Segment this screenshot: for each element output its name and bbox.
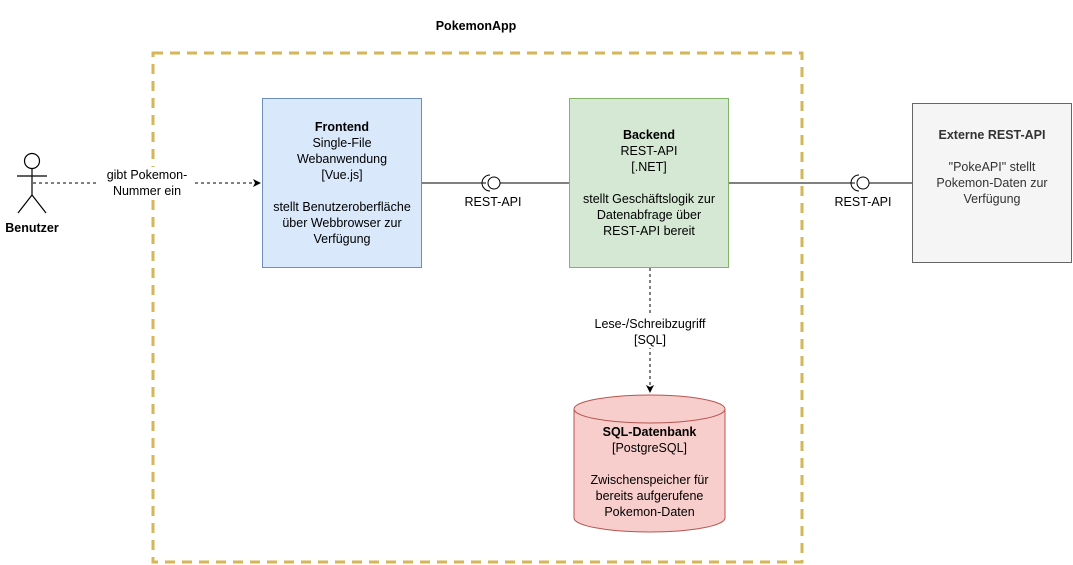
- external-api-description: Pokemon-Daten zur: [936, 176, 1048, 190]
- external-api-title: Externe REST-API: [938, 128, 1046, 142]
- backend-description: REST-API bereit: [603, 224, 695, 238]
- backend-external-interface-edge[interactable]: [729, 174, 912, 192]
- backend-description: Datenabfrage über: [596, 208, 702, 222]
- database-tech: [PostgreSQL]: [611, 441, 688, 455]
- frontend-line: Single-File: [312, 136, 372, 150]
- frontend-box[interactable]: Frontend Single-File Webanwendung [Vue.j…: [262, 98, 422, 268]
- frontend-tech: [Vue.js]: [321, 168, 363, 182]
- external-api-description: "PokeAPI" stellt: [948, 160, 1036, 174]
- user-actor-icon[interactable]: [17, 152, 47, 214]
- backend-to-database-label: Lese-/Schreibzugriff [SQL]: [580, 316, 720, 348]
- frontend-title: Frontend: [314, 120, 370, 134]
- backend-title: Backend: [622, 128, 676, 142]
- external-api-description: Verfügung: [963, 192, 1021, 206]
- database-cylinder-shape[interactable]: [573, 394, 726, 533]
- backend-external-interface-label: REST-API: [834, 195, 892, 209]
- frontend-description: Verfügung: [313, 232, 371, 246]
- frontend-description: stellt Benutzeroberfläche: [273, 200, 411, 214]
- backend-description: stellt Geschäftslogik zur: [583, 192, 715, 206]
- backend-tech: [.NET]: [631, 160, 667, 174]
- database-description: Zwischenspeicher für: [590, 473, 709, 487]
- pokemonapp-container[interactable]: [151, 51, 804, 564]
- database-description: bereits aufgerufene: [595, 489, 704, 503]
- database-description: Pokemon-Daten: [604, 505, 695, 519]
- actor-label: Benutzer: [5, 221, 59, 235]
- database-title: SQL-Datenbank: [602, 425, 697, 439]
- frontend-backend-interface-edge[interactable]: [422, 174, 569, 192]
- database-box[interactable]: SQL-Datenbank [PostgreSQL] Zwischenspeic…: [574, 424, 725, 520]
- backend-box[interactable]: Backend REST-API [.NET] stellt Geschäfts…: [569, 98, 729, 268]
- frontend-backend-interface-label: REST-API: [464, 195, 522, 209]
- user-to-frontend-label: gibt Pokemon- Nummer ein: [99, 167, 195, 199]
- backend-line: REST-API: [620, 144, 678, 158]
- container-title: PokemonApp: [435, 19, 517, 33]
- external-api-box[interactable]: Externe REST-API "PokeAPI" stellt Pokemo…: [912, 103, 1072, 263]
- frontend-line: Webanwendung: [296, 152, 388, 166]
- frontend-description: über Webbrowser zur: [282, 216, 402, 230]
